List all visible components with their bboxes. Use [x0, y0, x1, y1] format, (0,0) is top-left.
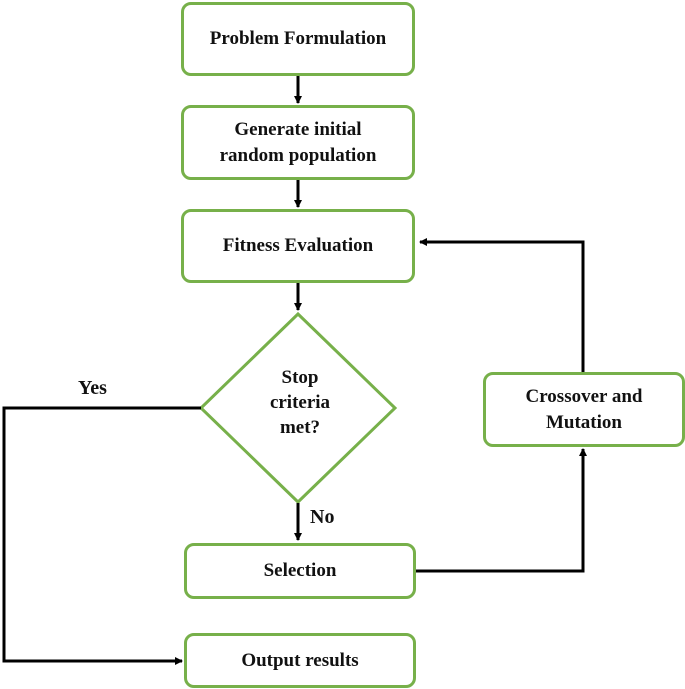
generate-population-label-line1: Generate initial — [234, 118, 362, 140]
crossover-mutation-label-line1: Crossover and — [525, 385, 643, 407]
problem-formulation-node: Problem Formulation — [181, 2, 415, 76]
selection-label: Selection — [263, 560, 337, 581]
stop-criteria-line3: met? — [279, 417, 321, 438]
fitness-evaluation-node: Fitness Evaluation — [181, 209, 415, 283]
problem-formulation-label: Problem Formulation — [209, 28, 387, 49]
generate-population-label-line2: random population — [219, 144, 377, 166]
stop-criteria-diamond — [198, 311, 398, 505]
generate-population-node: Generate initial random population — [181, 105, 415, 180]
output-results-node: Output results — [184, 633, 416, 688]
crossover-mutation-label-line2: Mutation — [545, 411, 622, 433]
arrow-decision-to-output — [2, 406, 201, 665]
yes-edge-label: Yes — [78, 377, 107, 399]
arrow-crossover-to-fitness — [419, 238, 585, 372]
stop-criteria-line2: criteria — [269, 392, 331, 413]
fitness-evaluation-label: Fitness Evaluation — [222, 235, 374, 256]
stop-criteria-line1: Stop — [281, 367, 319, 388]
crossover-mutation-node: Crossover and Mutation — [483, 372, 685, 447]
selection-node: Selection — [184, 543, 416, 599]
stop-criteria-text: Stop criteria met? — [230, 365, 370, 440]
output-results-label: Output results — [241, 649, 359, 671]
arrow-selection-to-crossover — [416, 448, 587, 573]
no-edge-label: No — [310, 506, 335, 528]
